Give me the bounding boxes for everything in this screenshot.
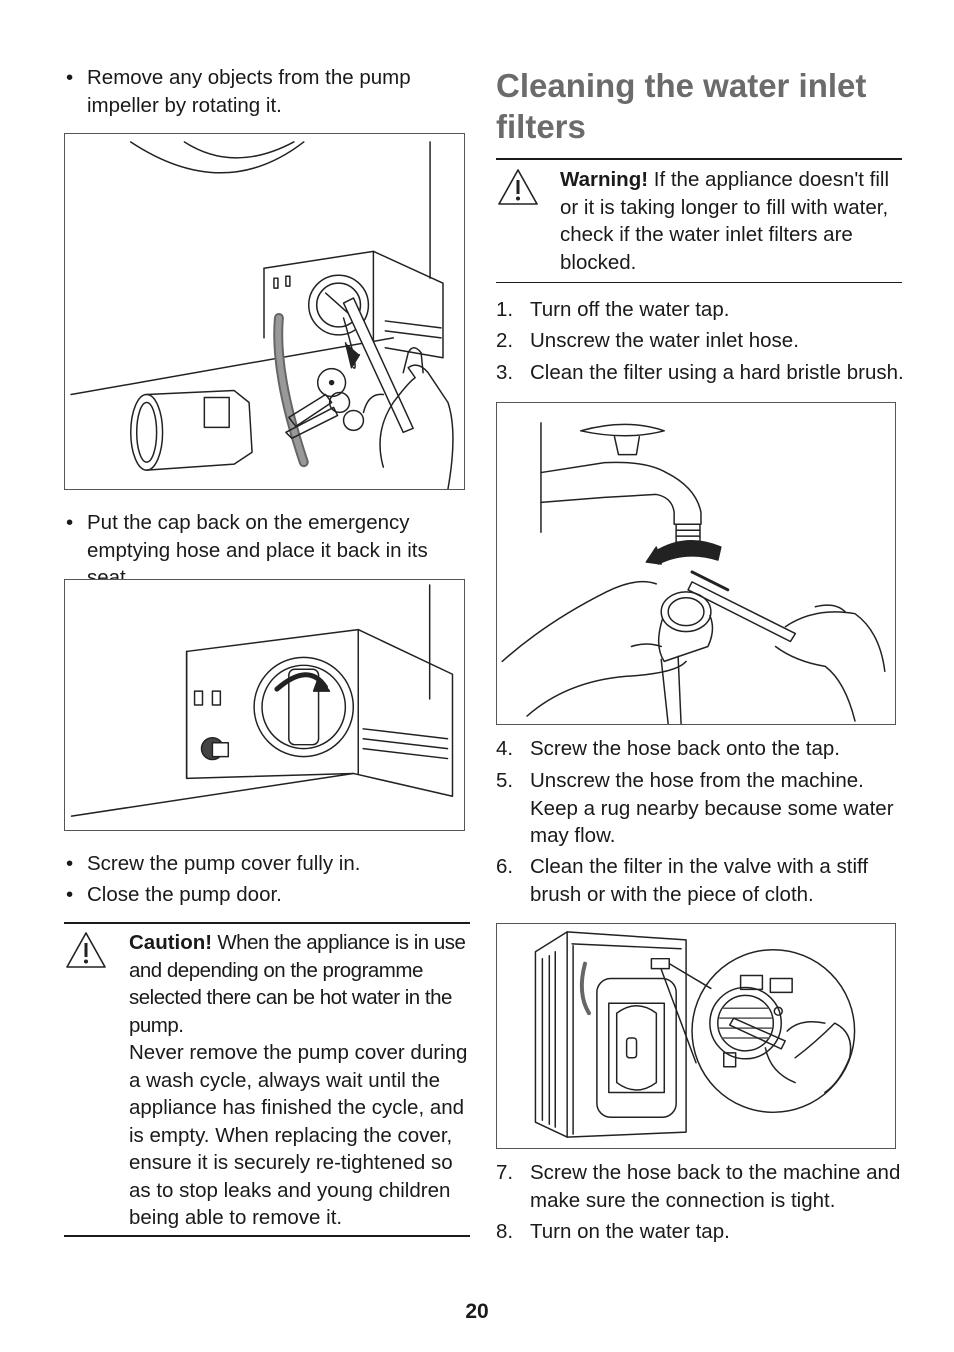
bullet-item: • Put the cap back on the emergency empt…	[66, 509, 476, 592]
step-number: 5.	[496, 769, 514, 792]
warning-triangle-icon	[496, 167, 540, 207]
step-text: Screw the hose back onto the tap.	[530, 737, 840, 760]
warning-text: If the appliance doesn't fill or it is t…	[560, 168, 890, 274]
bullet-item: • Remove any objects from the pump impel…	[66, 64, 476, 119]
pump-cover-illustration	[64, 579, 465, 831]
step-item: 6. Clean the filter in the valve with a …	[496, 853, 906, 908]
step-text: Screw the hose back to the machine and m…	[530, 1161, 901, 1212]
step-item: 7. Screw the hose back to the machine an…	[496, 1159, 906, 1214]
bullet-text: Put the cap back on the emergency emptyi…	[87, 511, 428, 589]
caution-paragraph-2: Never remove the pump cover during a was…	[129, 1041, 468, 1229]
caution-text: When the appliance is in use and dependi…	[129, 931, 466, 1037]
warning-label: Warning!	[560, 168, 649, 191]
machine-valve-filter-drawing	[534, 931, 856, 1138]
step-text: Turn on the water tap.	[530, 1220, 730, 1243]
caution-paragraph-1: Caution! When the appliance is in use an…	[129, 929, 471, 1039]
step-text: Unscrew the water inlet hose.	[530, 329, 799, 352]
caution-bottom-rule	[64, 1235, 470, 1237]
bullet-item: • Screw the pump cover fully in.	[66, 850, 476, 878]
warning-top-rule	[496, 158, 902, 160]
step-number: 4.	[496, 737, 514, 760]
bullet-text: Close the pump door.	[87, 883, 282, 906]
step-text: Clean the filter using a hard bristle br…	[530, 361, 904, 384]
step-item: 3. Clean the filter using a hard bristle…	[496, 359, 906, 387]
section-heading: Cleaning the water inlet filters	[496, 67, 867, 145]
bullet-symbol: •	[66, 66, 74, 89]
step-text: Clean the filter in the valve with a sti…	[530, 855, 869, 906]
bullet-text: Remove any objects from the pump impelle…	[87, 66, 411, 117]
warning-triangle-icon	[64, 930, 108, 970]
step-number: 8.	[496, 1220, 514, 1243]
step-item: 5. Unscrew the hose from the machine. Ke…	[496, 767, 906, 850]
step-number: 7.	[496, 1161, 514, 1184]
step-item: 4. Screw the hose back onto the tap.	[496, 735, 906, 763]
step-number: 6.	[496, 855, 514, 878]
step-text: Turn off the water tap.	[530, 298, 730, 321]
bullet-symbol: •	[66, 883, 74, 906]
bullet-text: Screw the pump cover fully in.	[87, 852, 361, 875]
machine-valve-filter-illustration	[496, 923, 896, 1149]
page-number: 20	[465, 1300, 489, 1323]
warning-notice: Warning! If the appliance doesn't fill o…	[560, 166, 904, 276]
step-item: 2. Unscrew the water inlet hose.	[496, 327, 906, 355]
step-text: Unscrew the hose from the machine. Keep …	[530, 769, 894, 847]
pump-impeller-drawing	[70, 141, 454, 489]
warning-bottom-rule	[496, 282, 902, 284]
bullet-symbol: •	[66, 511, 74, 534]
caution-notice: Caution! When the appliance is in use an…	[129, 929, 471, 1232]
caution-label: Caution!	[129, 931, 213, 954]
caution-top-rule	[64, 922, 470, 924]
step-item: 8. Turn on the water tap.	[496, 1218, 906, 1246]
bullet-item: • Close the pump door.	[66, 881, 476, 909]
step-number: 2.	[496, 329, 514, 352]
step-number: 3.	[496, 361, 514, 384]
pump-impeller-illustration	[64, 133, 465, 490]
bullet-symbol: •	[66, 852, 74, 875]
step-item: 1. Turn off the water tap.	[496, 296, 906, 324]
step-number: 1.	[496, 298, 514, 321]
tap-filter-drawing	[501, 422, 886, 724]
tap-filter-illustration	[496, 402, 896, 725]
pump-cover-drawing	[70, 584, 454, 817]
